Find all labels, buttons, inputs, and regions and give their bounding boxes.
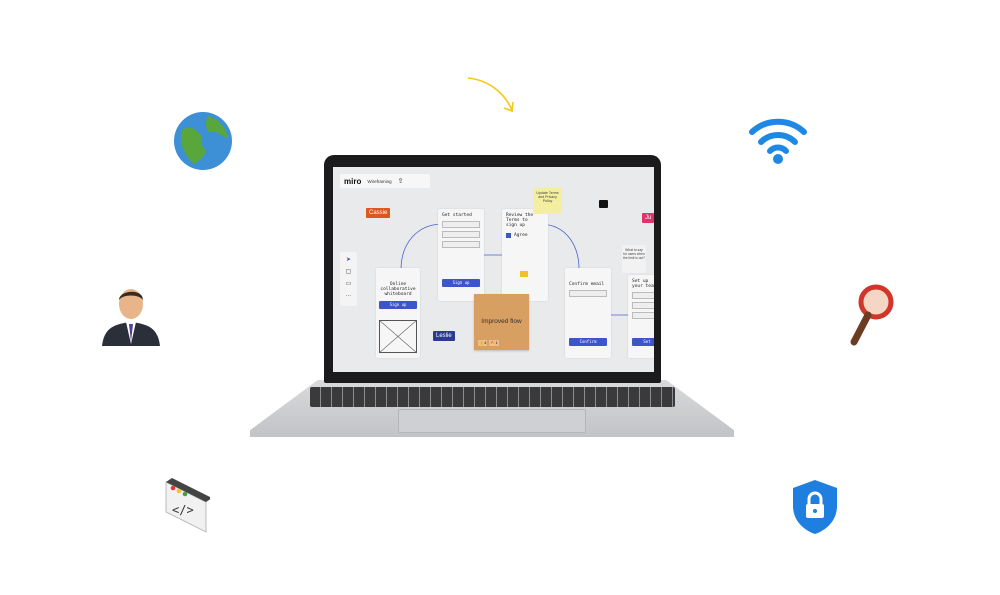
laptop-keyboard xyxy=(310,387,675,407)
input-field[interactable] xyxy=(632,312,654,319)
cursor-tag-cassie: Cassie xyxy=(366,208,391,218)
board-name[interactable]: Wireframing xyxy=(367,178,392,184)
set-up-button[interactable]: Set xyxy=(632,338,654,346)
more-icon[interactable]: ··· xyxy=(345,293,352,299)
sticky-update-terms[interactable]: Update Terms and Privacy Policy xyxy=(533,188,562,214)
comment-tool-icon[interactable]: ▭ xyxy=(345,281,352,287)
globe-icon xyxy=(172,110,234,172)
upload-icon[interactable]: ⇪ xyxy=(397,178,404,185)
agree-checkbox[interactable]: Agree xyxy=(506,233,544,238)
svg-text:</>: </> xyxy=(172,503,194,517)
cursor-tag-leslie: Leslie xyxy=(433,331,455,341)
email-field[interactable] xyxy=(569,290,607,297)
shield-lock-icon xyxy=(790,478,840,536)
miro-board-screen: miro Wireframing ⇪ ➤ ▢ ▭ ··· Cassie Lesl… xyxy=(333,167,654,372)
toolbar: ➤ ▢ ▭ ··· xyxy=(340,252,357,306)
miro-logo: miro xyxy=(344,176,362,186)
input-field[interactable] xyxy=(632,302,654,309)
yellow-arrow-icon xyxy=(466,74,516,116)
confirm-button[interactable]: Confirm xyxy=(569,338,607,346)
user-avatar-icon xyxy=(100,282,162,348)
laptop-trackpad xyxy=(398,409,586,433)
reaction-thumbs-up[interactable]: 👍 4 xyxy=(478,340,488,346)
card-get-started: Get started Sign up xyxy=(438,209,484,301)
top-bar: miro Wireframing ⇪ xyxy=(340,174,430,188)
reaction-fire[interactable]: 🔥 1 xyxy=(489,340,499,346)
card-set-up-team: Set up your team Set xyxy=(628,275,654,358)
cursor-tag-ju: Ju xyxy=(642,213,654,223)
sticky-improved-flow[interactable]: Improved flow 👍 4 🔥 1 xyxy=(474,294,529,350)
sticky-what-to-say[interactable]: What to say for users when the limit is … xyxy=(622,245,646,273)
input-field[interactable] xyxy=(442,241,480,248)
input-field[interactable] xyxy=(442,221,480,228)
sign-up-button[interactable]: Sign up xyxy=(442,279,480,287)
input-field[interactable] xyxy=(442,231,480,238)
card-review-terms: Review the Terms to sign up Agree xyxy=(502,209,548,301)
card-confirm-email: Confirm email Confirm xyxy=(565,268,611,358)
sticky-note-icon[interactable]: ▢ xyxy=(345,269,352,275)
card-online-whiteboard: Online collaborative whiteboard Sign up xyxy=(376,268,420,358)
input-field[interactable] xyxy=(632,292,654,299)
code-window-icon: </> xyxy=(162,476,210,534)
wifi-icon xyxy=(747,112,809,166)
comment-bubble-icon[interactable] xyxy=(599,200,608,208)
select-cursor-icon[interactable]: ➤ xyxy=(345,257,352,263)
comment-icon[interactable] xyxy=(520,271,528,277)
image-placeholder xyxy=(379,320,417,353)
magnifier-icon xyxy=(846,282,896,348)
sign-up-button[interactable]: Sign up xyxy=(379,301,417,309)
